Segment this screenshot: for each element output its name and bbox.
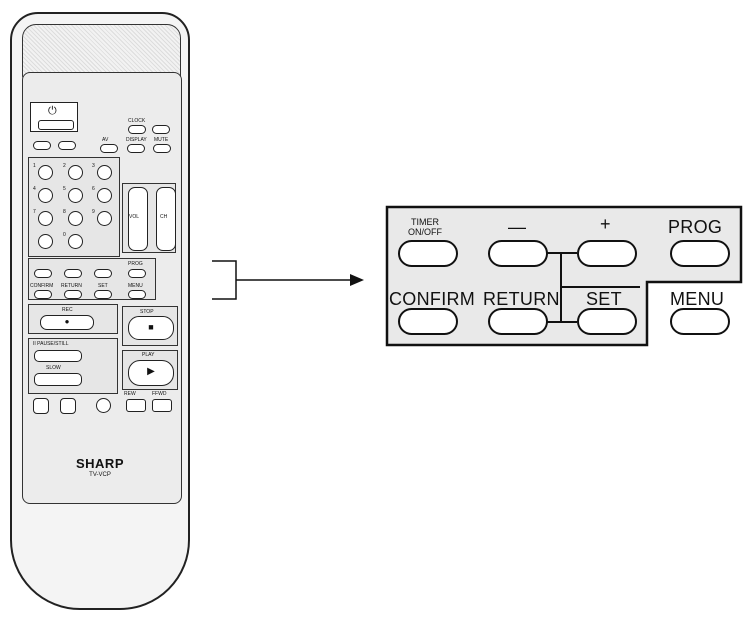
volume-rocker[interactable]	[128, 187, 148, 251]
av-button[interactable]	[100, 144, 118, 153]
return-button[interactable]	[64, 290, 82, 299]
mute-label: MUTE	[154, 137, 169, 143]
zoom-timer-label: TIMER ON/OFF	[400, 217, 450, 237]
play-button[interactable]: ▶	[128, 360, 174, 386]
digit-9-label: 9	[92, 209, 95, 215]
slow-label: SLOW	[46, 365, 61, 371]
pause-label: II PAUSE/STILL	[33, 341, 69, 347]
av-label: AV	[102, 137, 109, 143]
digit-8-label: 8	[63, 209, 66, 215]
digit-4-label: 4	[33, 186, 36, 192]
digit-1-label: 1	[33, 163, 36, 169]
zoom-minus-button[interactable]	[488, 240, 548, 267]
digit-7-label: 7	[33, 209, 36, 215]
set-label: SET	[98, 283, 108, 289]
speed-plus-button[interactable]	[60, 398, 76, 414]
zoom-timer-label-line2: ON/OFF	[408, 227, 442, 237]
rew-label: REW	[124, 391, 136, 397]
digit-0-button[interactable]	[68, 234, 83, 249]
zoom-confirm-button[interactable]	[398, 308, 458, 335]
confirm-label: CONFIRM	[30, 283, 54, 289]
digit-3-label: 3	[92, 163, 95, 169]
mute-button[interactable]	[153, 144, 171, 153]
zoom-timer-button[interactable]	[398, 240, 458, 267]
ffwd-button[interactable]	[152, 399, 172, 412]
digit-2-label: 2	[63, 163, 66, 169]
set-button[interactable]	[94, 290, 112, 299]
rew-button[interactable]	[126, 399, 146, 412]
speed-minus-button[interactable]	[33, 398, 49, 414]
small-button-1[interactable]	[33, 141, 51, 150]
zoom-panel-outline	[385, 205, 743, 347]
digit-3-button[interactable]	[97, 165, 112, 180]
model-number: TV-VCP	[89, 472, 111, 478]
return-label: RETURN	[61, 283, 82, 289]
zoom-set-label: SET	[586, 289, 622, 309]
minus-button[interactable]	[64, 269, 82, 278]
clock-button[interactable]	[128, 125, 146, 134]
digit-1-button[interactable]	[38, 165, 53, 180]
zoom-minus-label: —	[508, 217, 527, 237]
display-button[interactable]	[127, 144, 145, 153]
power-icon: ⏻	[48, 105, 57, 117]
slow-button[interactable]	[34, 373, 82, 386]
zoom-plus-button[interactable]	[577, 240, 637, 267]
digit-6-button[interactable]	[97, 188, 112, 203]
digit-2-button[interactable]	[68, 165, 83, 180]
play-label: PLAY	[142, 352, 155, 358]
plus-button[interactable]	[94, 269, 112, 278]
zoom-return-label: RETURN	[483, 289, 560, 309]
replay-button[interactable]	[96, 398, 111, 413]
zoom-prog-label: PROG	[668, 217, 723, 237]
digit-8-button[interactable]	[68, 211, 83, 226]
ir-window	[22, 24, 181, 80]
power-button[interactable]	[38, 120, 74, 130]
digit-5-button[interactable]	[68, 188, 83, 203]
display-label: DISPLAY	[126, 137, 147, 143]
monitor-button[interactable]	[152, 125, 170, 134]
digit-0-label: 0	[63, 232, 66, 238]
digit-7-button[interactable]	[38, 211, 53, 226]
zoom-set-button[interactable]	[577, 308, 637, 335]
digit-9-button[interactable]	[97, 211, 112, 226]
channel-rocker[interactable]	[156, 187, 176, 251]
menu-button[interactable]	[128, 290, 146, 299]
confirm-button[interactable]	[34, 290, 52, 299]
zoom-plus-label: +	[600, 214, 611, 234]
callout-arrow	[212, 260, 364, 300]
stop-label: STOP	[140, 309, 154, 315]
zoom-timer-label-line1: TIMER	[411, 217, 439, 227]
prog-label: PROG	[128, 261, 143, 267]
brand-logo: SHARP	[75, 456, 124, 471]
digit-5-label: 5	[63, 186, 66, 192]
pause-button[interactable]	[34, 350, 82, 362]
rec-button[interactable]: ●	[40, 315, 94, 330]
ffwd-label: FFWD	[152, 391, 167, 397]
vol-label: VOL	[129, 214, 140, 220]
zoom-confirm-label: CONFIRM	[389, 289, 476, 309]
zoom-return-button[interactable]	[488, 308, 548, 335]
timer-button[interactable]	[34, 269, 52, 278]
ch-label: CH	[160, 214, 168, 220]
menu-label: MENU	[128, 283, 143, 289]
small-button-2[interactable]	[58, 141, 76, 150]
zoom-menu-label: MENU	[670, 289, 725, 309]
zoom-menu-button[interactable]	[670, 308, 730, 335]
digit-plus10-button[interactable]	[38, 234, 53, 249]
digit-6-label: 6	[92, 186, 95, 192]
rec-label: REC	[62, 307, 73, 313]
stop-button[interactable]: ■	[128, 316, 174, 340]
zoom-prog-button[interactable]	[670, 240, 730, 267]
prog-button[interactable]	[128, 269, 146, 278]
clock-label: CLOCK	[128, 118, 146, 124]
digit-4-button[interactable]	[38, 188, 53, 203]
